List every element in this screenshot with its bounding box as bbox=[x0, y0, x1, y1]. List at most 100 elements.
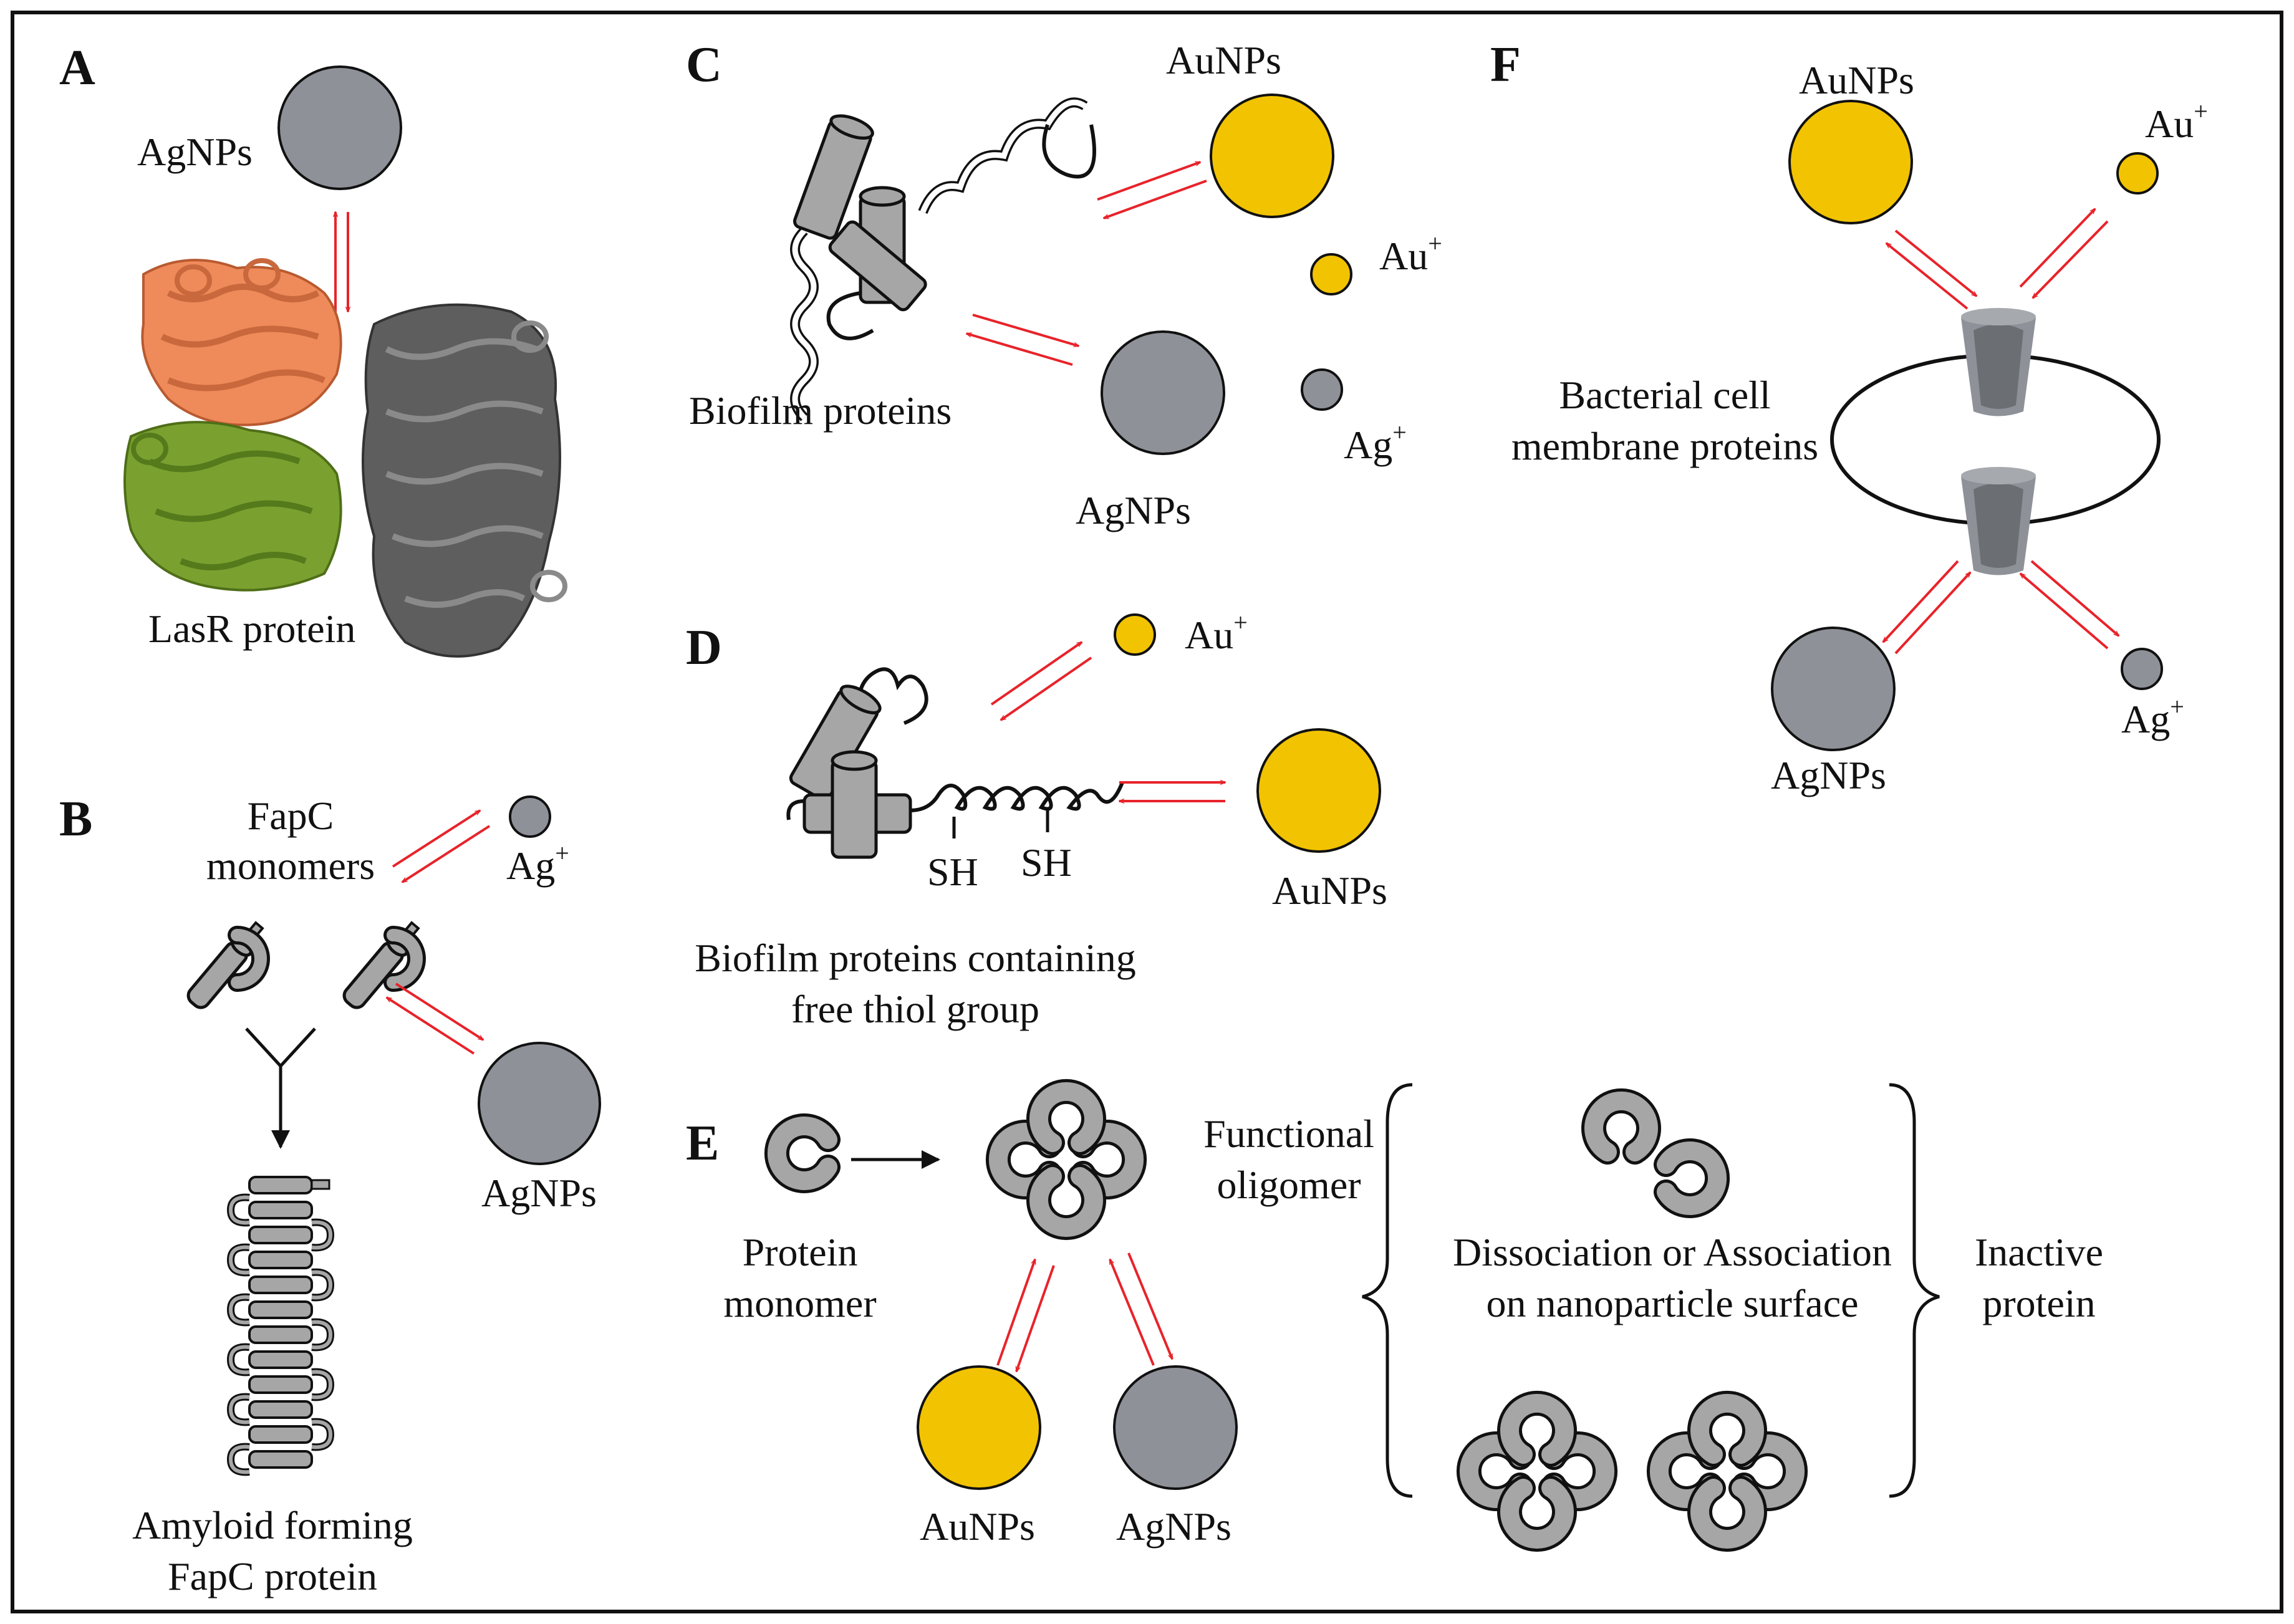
panel-c-letter: C bbox=[686, 37, 722, 92]
panel-f-au-ion-arrow-2 bbox=[2033, 220, 2109, 298]
panel-f-agnps-label: AgNPs bbox=[1771, 753, 1886, 797]
panel-f-aunps-label: AuNPs bbox=[1799, 58, 1914, 102]
panel-d-letter: D bbox=[686, 620, 722, 675]
panel-a-protein-label: LasR protein bbox=[148, 607, 355, 651]
panel-b-amyloid-line1: Amyloid forming bbox=[132, 1503, 413, 1547]
panel-f-aunp bbox=[1788, 100, 1913, 224]
panel-f-agnp-arrow-2 bbox=[1894, 572, 1970, 655]
panel-b-ag-ion-label: Ag+ bbox=[506, 839, 569, 888]
panel-f-au-ion-arrow-1 bbox=[2019, 209, 2095, 288]
panel-d-protein-line1: Biofilm proteins containing bbox=[695, 936, 1135, 980]
panel-f-ag-ion-arrow-2 bbox=[2030, 560, 2119, 636]
panel-d-au-ion bbox=[1114, 613, 1156, 656]
panel-d-protein-line2: free thiol group bbox=[791, 987, 1039, 1031]
panel-d-ion-arrow-1 bbox=[990, 641, 1082, 706]
panel-a: A AgNPs bbox=[59, 41, 567, 658]
panel-e-au-arrow-2 bbox=[1015, 1265, 1055, 1372]
panel-c-protein-label: Biofilm proteins bbox=[689, 388, 952, 433]
panel-e-associated-oligomer-1 bbox=[1469, 1403, 1605, 1539]
panel-e-oligomer-line2: oligomer bbox=[1217, 1163, 1361, 1207]
panel-b-ion-arrow-1 bbox=[392, 809, 480, 868]
panel-c-aunps-label: AuNPs bbox=[1166, 38, 1281, 82]
panel-f-letter: F bbox=[1490, 37, 1521, 92]
panel-b-agnps-label: AgNPs bbox=[481, 1171, 597, 1215]
fapc-monomer-1 bbox=[185, 918, 267, 1011]
panel-d-aunp bbox=[1256, 728, 1381, 853]
panel-e-monomer-line1: Protein bbox=[743, 1230, 858, 1274]
panel-f: F AuNPs Au+ Bacterial cell membrane prot… bbox=[1490, 37, 2208, 797]
panel-d-ion-arrow-2 bbox=[1001, 656, 1092, 721]
panel-d-au-ion-label: Au+ bbox=[1185, 608, 1248, 657]
panel-e-dissoc-line2: on nanoparticle surface bbox=[1486, 1281, 1858, 1325]
panel-a-agnp bbox=[277, 65, 402, 190]
panel-c-au-ion bbox=[1310, 253, 1352, 295]
panel-c-au-arrow-1 bbox=[1097, 161, 1200, 201]
panel-b-letter: B bbox=[59, 792, 92, 847]
panel-e-monomer bbox=[777, 1126, 828, 1181]
panel-e-ag-arrow-2 bbox=[1127, 1252, 1174, 1359]
panel-f-agnp bbox=[1771, 627, 1896, 751]
panel-e: E Protein monomer Functional oligomer Au… bbox=[686, 1083, 2103, 1549]
membrane-protein-bottom bbox=[1961, 467, 2036, 575]
figure-frame bbox=[11, 11, 2283, 1613]
panel-f-aunp-arrow-2 bbox=[1886, 243, 1969, 310]
panel-c-ag-arrow-1 bbox=[972, 314, 1079, 347]
panel-e-monomer-line2: monomer bbox=[723, 1281, 876, 1325]
panel-d-thiol-label-1: SH bbox=[927, 850, 978, 894]
panel-e-right-brace bbox=[1889, 1083, 1940, 1498]
panel-e-functional-oligomer bbox=[998, 1092, 1134, 1228]
panel-e-dissoc-line1: Dissociation or Association bbox=[1453, 1230, 1892, 1274]
panel-c-au-ion-label: Au+ bbox=[1379, 229, 1442, 278]
panel-b-monomers-line1: FapC bbox=[248, 794, 334, 838]
panel-d-aunps-label: AuNPs bbox=[1272, 868, 1387, 913]
panel-b-np-arrow-1 bbox=[387, 996, 475, 1055]
panel-c-ag-ion-label: Ag+ bbox=[1344, 418, 1407, 467]
panel-f-au-ion-label: Au+ bbox=[2145, 97, 2208, 146]
amyloid-fibril bbox=[226, 1176, 335, 1476]
membrane-protein-top bbox=[1961, 308, 2036, 416]
panel-e-left-brace bbox=[1362, 1083, 1413, 1498]
panel-b-amyloid-line2: FapC protein bbox=[168, 1554, 377, 1598]
panel-c-aunp bbox=[1210, 94, 1334, 218]
panel-e-agnps-label: AgNPs bbox=[1116, 1504, 1231, 1549]
panel-e-oligomer-line1: Functional bbox=[1203, 1112, 1374, 1156]
panel-b: B FapC monomers Ag+ AgNPs bbox=[59, 792, 601, 1598]
panel-c-ag-ion bbox=[1301, 368, 1343, 411]
panel-b-merge-connector bbox=[245, 1027, 316, 1147]
panel-d-thiol-label-2: SH bbox=[1021, 840, 1072, 885]
panel-e-associated-oligomer-2 bbox=[1659, 1403, 1795, 1539]
lasr-protein-structure bbox=[123, 258, 567, 658]
panel-e-au-arrow-1 bbox=[996, 1259, 1036, 1366]
panel-f-ag-ion bbox=[2121, 648, 2163, 690]
panel-e-dissociated-monomer-1 bbox=[1594, 1101, 1649, 1152]
panel-f-aunp-arrow-1 bbox=[1894, 229, 1977, 296]
panel-a-agnps-label: AgNPs bbox=[137, 130, 253, 174]
panel-c-ag-arrow-2 bbox=[966, 332, 1073, 366]
panel-d-thiol-protein bbox=[786, 667, 1124, 859]
panel-f-ag-ion-label: Ag+ bbox=[2121, 693, 2184, 741]
panel-b-agnp bbox=[478, 1042, 601, 1165]
fapc-monomer-2 bbox=[340, 918, 423, 1011]
panel-e-aunps-label: AuNPs bbox=[920, 1504, 1035, 1549]
panel-e-aunp bbox=[917, 1365, 1041, 1490]
panel-c-agnp bbox=[1101, 330, 1225, 455]
panel-f-membrane-line2: membrane proteins bbox=[1511, 424, 1818, 468]
panel-c: C Biofilm proteins AuNPs Au+ bbox=[686, 37, 1442, 532]
panel-e-letter: E bbox=[686, 1116, 719, 1171]
panel-f-membrane-line1: Bacterial cell bbox=[1559, 373, 1770, 417]
panel-e-inactive-line2: protein bbox=[1982, 1281, 2095, 1325]
panel-b-np-arrow-2 bbox=[395, 983, 483, 1041]
panel-b-ion-arrow-2 bbox=[402, 825, 491, 883]
panel-d: D Au+ SH SH AuNPs Biofilm proteins co bbox=[686, 608, 1387, 1031]
panel-e-ag-arrow-1 bbox=[1109, 1259, 1155, 1366]
panel-a-letter: A bbox=[59, 41, 95, 95]
panel-f-ag-ion-arrow-1 bbox=[2020, 574, 2109, 650]
panel-e-inactive-line1: Inactive bbox=[1975, 1230, 2103, 1274]
panel-c-biofilm-protein bbox=[790, 97, 1096, 421]
panel-f-agnp-arrow-1 bbox=[1883, 560, 1959, 642]
panel-b-monomers-line2: monomers bbox=[206, 843, 375, 888]
panel-f-au-ion bbox=[2116, 152, 2159, 195]
panel-b-ag-ion bbox=[509, 795, 551, 838]
panel-e-dissociated-monomer-2 bbox=[1666, 1151, 1717, 1206]
